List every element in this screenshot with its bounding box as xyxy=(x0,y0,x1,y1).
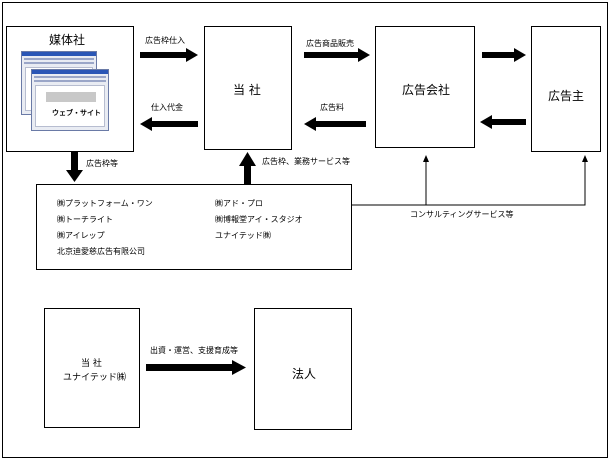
arrow-ad-slot-etc xyxy=(66,152,83,182)
company-title: 当 社 xyxy=(233,83,261,97)
ad-agency-box: 広告会社 xyxy=(375,26,475,148)
bottom-company-line1: 当 社 xyxy=(81,359,102,369)
arrow-ad-fee xyxy=(304,117,366,131)
label-ad-fee: 広告料 xyxy=(320,103,344,112)
arrow-investment xyxy=(146,360,246,375)
label-investment: 出資・運営、支援育成等 xyxy=(150,346,238,355)
label-ad-slot-purchase: 広告枠仕入 xyxy=(145,36,185,45)
arrow-consulting xyxy=(352,160,586,206)
arrow-advertiser-to-agency xyxy=(480,115,526,129)
media-company-title: 媒体社 xyxy=(49,33,86,47)
platform-right-2: ㈱博報堂アイ・スタジオ xyxy=(215,215,303,224)
platform-left-4: 北京迪愛慈広告有限公司 xyxy=(57,247,145,256)
arrow-purchase-payment xyxy=(140,117,198,131)
platform-left-1: ㈱プラットフォーム・ワン xyxy=(57,199,153,208)
label-ad-slot-services: 広告枠、業務サービス等 xyxy=(262,157,350,166)
platform-companies-box: ㈱プラットフォーム・ワン ㈱トーチライト ㈱アイレップ 北京迪愛慈広告有限公司 … xyxy=(36,184,352,270)
label-purchase-payment: 仕入代金 xyxy=(151,103,183,112)
platform-left-2: ㈱トーチライト xyxy=(57,215,113,224)
advertiser-box: 広告主 xyxy=(531,26,601,152)
consulting-arrowhead-agency xyxy=(423,155,429,162)
arrow-ad-product-sales xyxy=(304,48,370,62)
platform-right-3: ユナイテッド㈱ xyxy=(215,231,271,240)
diagram-frame xyxy=(2,2,608,458)
ad-agency-title: 広告会社 xyxy=(402,83,451,97)
media-company-box: 媒体社 ウェブ・サイト xyxy=(6,26,134,152)
bottom-company-box: 当 社 ユナイテッド㈱ xyxy=(44,308,140,428)
arrow-agency-to-advertiser xyxy=(482,48,526,62)
arrow-ad-slot-services xyxy=(239,152,256,184)
platform-left-3: ㈱アイレップ xyxy=(57,231,105,240)
company-box: 当 社 xyxy=(204,26,292,150)
website-label: ウェブ・サイト xyxy=(52,109,101,117)
label-ad-slot-etc: 広告枠等 xyxy=(86,159,118,168)
bottom-company-line2: ユナイテッド㈱ xyxy=(63,373,126,383)
corporation-title: 法人 xyxy=(292,367,317,381)
platform-right-1: ㈱アド・プロ xyxy=(215,199,263,208)
label-consulting: コンサルティングサービス等 xyxy=(410,210,514,219)
consulting-arrowhead-advertiser xyxy=(582,155,588,162)
advertiser-title: 広告主 xyxy=(548,89,585,103)
website-banner xyxy=(46,92,96,102)
corporation-box: 法人 xyxy=(254,308,352,430)
arrow-ad-slot-purchase xyxy=(140,48,198,62)
browser-window-front: ウェブ・サイト xyxy=(31,69,109,131)
label-ad-product-sales: 広告商品販売 xyxy=(306,39,354,48)
